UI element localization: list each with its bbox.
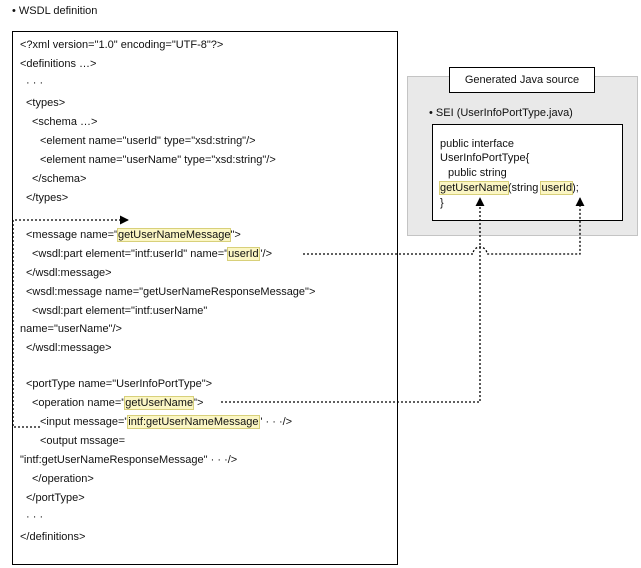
sei-label: • SEI (UserInfoPortType.java) bbox=[429, 107, 573, 119]
java-param-highlight: userId bbox=[540, 181, 574, 195]
operation-prefix: <operation name=" bbox=[32, 397, 126, 409]
input-to-message-connector bbox=[12, 215, 129, 428]
porttype-close: </portType> bbox=[26, 492, 85, 504]
message-close: </wsdl:message> bbox=[26, 267, 112, 279]
operation-suffix: "> bbox=[193, 397, 204, 409]
xml-declaration: <?xml version="1.0" encoding="UTF-8"?> bbox=[20, 39, 224, 51]
porttype-open: <portType name="UserInfoPortType"> bbox=[26, 378, 213, 390]
schema-open: <schema …> bbox=[32, 116, 98, 128]
message-prefix: <message name=" bbox=[26, 229, 118, 241]
java-line-classname: UserInfoPortType{ bbox=[440, 152, 530, 164]
operation-to-method-connector bbox=[221, 197, 485, 403]
input-quote: " bbox=[258, 416, 263, 428]
java-method-line: getUserName(string userId); bbox=[439, 181, 579, 195]
operation-close: </operation> bbox=[32, 473, 94, 485]
java-params-open: (string bbox=[507, 182, 542, 194]
wsdl-heading: • WSDL definition bbox=[12, 5, 98, 17]
part-userid-highlight: userId bbox=[227, 247, 260, 261]
message-suffix: "> bbox=[230, 229, 241, 241]
input-line: <input message="intf:getUserNameMessage"… bbox=[40, 415, 292, 429]
part-prefix: <wsdl:part element="intf:userId" name=" bbox=[32, 248, 229, 260]
ellipsis-2: · · · bbox=[26, 511, 44, 523]
operation-line: <operation name="getUserName"> bbox=[32, 396, 203, 410]
input-ellipsis: · · ·/> bbox=[265, 416, 293, 428]
wsdl-definition-box bbox=[12, 31, 398, 565]
types-open: <types> bbox=[26, 97, 66, 109]
operation-name-highlight: getUserName bbox=[124, 396, 195, 410]
java-line-interface: public interface bbox=[440, 138, 514, 150]
part-to-param-connector bbox=[303, 197, 585, 255]
java-line-return-type: public string bbox=[448, 167, 507, 179]
java-method-name-highlight: getUserName bbox=[439, 181, 509, 195]
ellipsis-1: · · · bbox=[26, 77, 44, 89]
response-message-close: </wsdl:message> bbox=[26, 342, 112, 354]
java-line-close: } bbox=[440, 197, 444, 209]
part-username-name: name="userName"/> bbox=[20, 323, 122, 335]
definitions-open: <definitions …> bbox=[20, 58, 97, 70]
definitions-close: </definitions> bbox=[20, 531, 86, 543]
message-line: <message name="getUserNameMessage"> bbox=[26, 228, 241, 242]
input-message-highlight: intf:getUserNameMessage bbox=[127, 415, 260, 429]
element-username: <element name="userName" type="xsd:strin… bbox=[40, 154, 276, 166]
output-message-line: "intf:getUserNameResponseMessage" · · ·/… bbox=[20, 453, 237, 467]
output-ellipsis: · · ·/> bbox=[210, 454, 238, 466]
part-userid-line: <wsdl:part element="intf:userId" name="u… bbox=[32, 247, 272, 261]
part-suffix: "/> bbox=[258, 248, 273, 260]
element-userid: <element name="userId" type="xsd:string"… bbox=[40, 135, 256, 147]
schema-close: </schema> bbox=[32, 173, 87, 185]
output-open: <output mssage= bbox=[40, 435, 126, 447]
message-name-highlight: getUserNameMessage bbox=[116, 228, 232, 242]
input-prefix: <input message=" bbox=[40, 416, 129, 428]
sei-code-box bbox=[432, 124, 623, 221]
response-message-open: <wsdl:message name="getUserNameResponseM… bbox=[26, 286, 316, 298]
output-message-value: "intf:getUserNameResponseMessage" bbox=[20, 454, 208, 466]
java-source-title: Generated Java source bbox=[449, 67, 595, 93]
types-close: </types> bbox=[26, 192, 69, 204]
part-username: <wsdl:part element="intf:userName" bbox=[32, 305, 208, 317]
java-params-close: ); bbox=[572, 182, 579, 194]
